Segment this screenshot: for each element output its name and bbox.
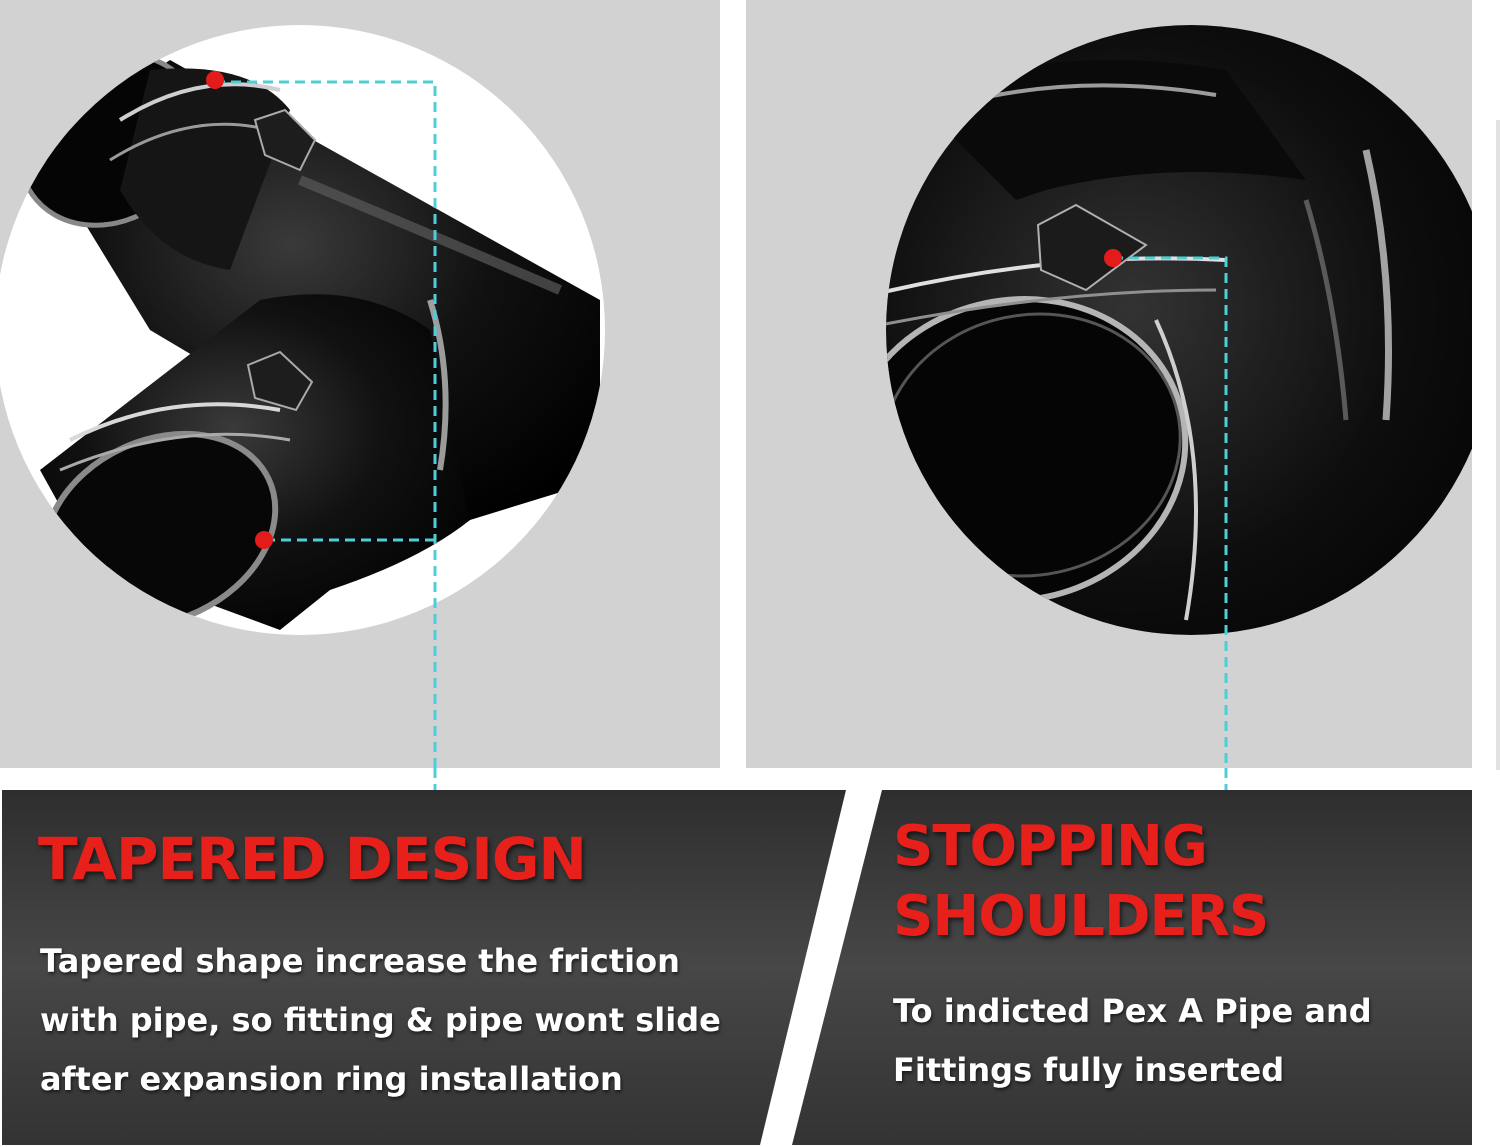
leader-line: [1113, 256, 1228, 768]
tapered-design-title: TAPERED DESIGN: [38, 825, 587, 893]
tee-fitting-illustration: [0, 25, 605, 768]
description-line: Fittings fully inserted: [893, 1051, 1285, 1089]
description-line: with pipe, so fitting & pipe wont slide: [40, 1001, 721, 1039]
stopping-shoulders-description: To indicted Pex A Pipe and Fittings full…: [893, 982, 1463, 1100]
description-line: To indicted Pex A Pipe and: [893, 992, 1372, 1030]
marker-dot: [1104, 249, 1122, 267]
description-line: after expansion ring installation: [40, 1060, 623, 1098]
marker-dot-top: [206, 71, 224, 89]
stopping-shoulders-photo: [746, 0, 1472, 768]
tapered-design-description: Tapered shape increase the friction with…: [40, 932, 800, 1109]
title-line: STOPPING: [893, 814, 1208, 879]
edge-strip: [1496, 120, 1500, 770]
fitting-closeup-illustration: [886, 25, 1472, 768]
description-line: Tapered shape increase the friction: [40, 942, 680, 980]
tapered-design-photo: [0, 0, 720, 768]
stopping-shoulders-title: STOPPING SHOULDERS: [893, 812, 1453, 952]
marker-dot-bottom: [255, 531, 273, 549]
title-line: SHOULDERS: [893, 884, 1269, 949]
